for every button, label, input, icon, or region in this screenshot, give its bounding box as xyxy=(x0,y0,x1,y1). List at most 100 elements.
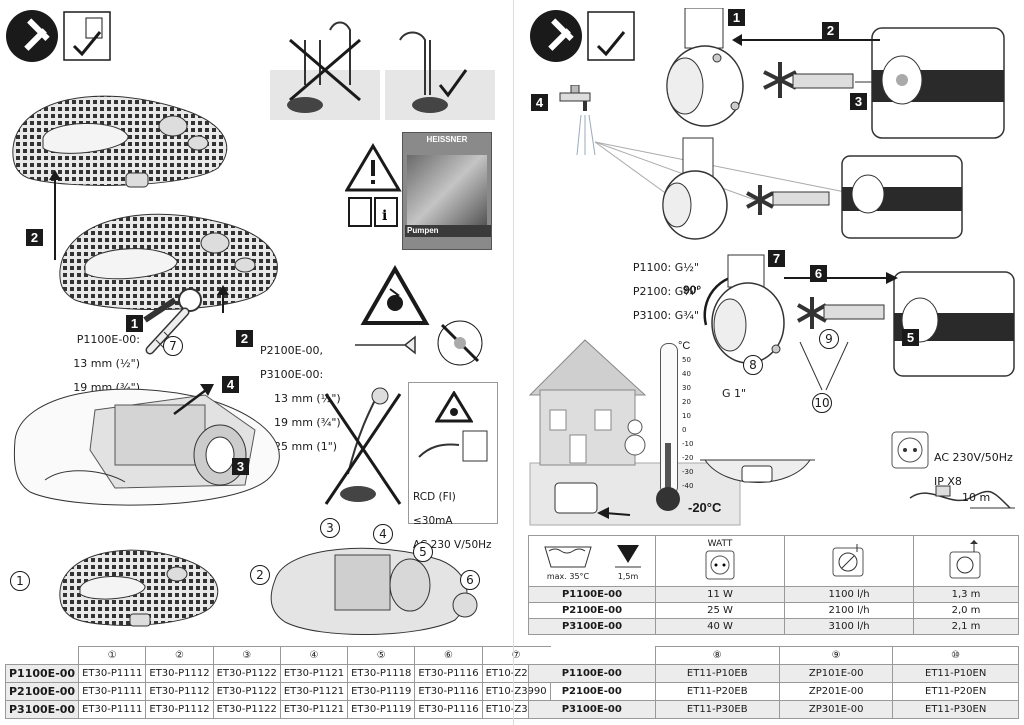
part-cell: ET11-P20EB xyxy=(654,682,780,701)
volute-rotation-illustration xyxy=(703,254,785,364)
part-cell: ET30-P1112 xyxy=(145,682,214,701)
model-name: P2100E-00 xyxy=(4,682,80,701)
complete-filter-illustration xyxy=(59,549,219,627)
thermometer-unit: °C xyxy=(678,340,691,352)
tick-label: 40 xyxy=(682,370,691,378)
column-header: ⑨ xyxy=(778,646,894,665)
table-row: P2100E-00 25 W 2100 l/h 2,0 m xyxy=(528,602,1019,619)
table-row: P1100E-00 ET11-P10EB ZP101E-00 ET11-P10E… xyxy=(528,664,1019,683)
manual-brand: HEISSNER xyxy=(426,135,468,144)
part-cell: ET30-P1116 xyxy=(414,664,483,683)
performance-table: max. 35°C 1,5m WATT P1100E-00 xyxy=(528,535,1019,635)
winter-storage-illustration xyxy=(528,339,741,526)
step-label: 6 xyxy=(810,265,827,282)
power-socket-icon xyxy=(705,550,735,579)
watt-cell: 11 W xyxy=(655,586,785,603)
tick-label: -20 xyxy=(682,454,694,462)
part-cell: ET30-P1111 xyxy=(78,664,147,683)
svg-text:i: i xyxy=(382,208,387,224)
part-cell: ET30-P1111 xyxy=(78,700,147,719)
hose-size: 13 mm (½") xyxy=(73,357,140,370)
model-name: P1100E-00 xyxy=(528,664,656,683)
part-number: 7 xyxy=(163,336,183,356)
part-number: 2 xyxy=(250,565,270,585)
step-label: 4 xyxy=(531,94,548,111)
part-number: 6 xyxy=(460,570,480,590)
hose-size: 19 mm (¾") xyxy=(274,416,341,429)
temp-depth-header: max. 35°C 1,5m xyxy=(528,535,656,587)
step-label: 1 xyxy=(728,9,745,26)
part-cell: ZP301E-00 xyxy=(778,700,894,719)
motor-block-illustration xyxy=(871,27,1005,139)
part-cell: ET11-P30EN xyxy=(892,700,1019,719)
water-tap-icon xyxy=(559,85,596,156)
table-row: P3100E-00 ET11-P30EB ZP301E-00 ET11-P30E… xyxy=(528,700,1019,719)
hose-model: P3100E-00: xyxy=(260,368,324,381)
part-cell: ET30-P1118 xyxy=(347,664,416,683)
part-number: 8 xyxy=(743,355,763,375)
part-cell: ET30-P1112 xyxy=(145,700,214,719)
flow-cell: 1100 l/h xyxy=(784,586,914,603)
arrow-up-icon xyxy=(217,285,229,313)
head-cell: 2,0 m xyxy=(913,602,1019,619)
no-lifting-by-cable-illustration xyxy=(324,387,402,505)
thread-size: P2100: G¾" xyxy=(632,285,699,298)
thread-size: P3100: G¾" xyxy=(632,309,699,322)
rotor-cleaning-illustration xyxy=(595,137,846,240)
min-temperature: -20°C xyxy=(688,500,722,515)
part-cell: ET30-P1121 xyxy=(279,664,349,683)
part-cell: ET30-P1119 xyxy=(347,682,416,701)
thread-size-labels: P1100: G½" P2100: G¾" P3100: G¾" xyxy=(603,250,699,334)
thermometer: °C 50 40 30 20 10 0 -10 -20 -30 -40 xyxy=(656,340,720,513)
cable-length: 10 m xyxy=(962,491,991,504)
table-row: P1100E-00 ET30-P1111 ET30-P1112 ET30-P11… xyxy=(4,664,551,683)
tick-label: 10 xyxy=(682,412,691,420)
head-cell: 1,3 m xyxy=(913,586,1019,603)
no-swimming-warning-illustration xyxy=(270,10,495,120)
thermometer-scale: 50 40 30 20 10 0 -10 -20 -30 -40 xyxy=(682,353,693,493)
tools-icon xyxy=(530,10,635,62)
flow-rate-icon xyxy=(832,543,864,576)
tick-label: 20 xyxy=(682,398,691,406)
tick-label: 0 xyxy=(682,426,687,434)
part-cell: ET30-P1111 xyxy=(78,682,147,701)
depth: 1,5m xyxy=(617,572,639,581)
table-row: P2100E-00 ET30-P1111 ET30-P1112 ET30-P11… xyxy=(4,682,551,701)
arrow-right-icon xyxy=(784,272,898,284)
rcd-line: ≤30mA xyxy=(413,515,453,527)
power-line: IP X8 xyxy=(934,475,962,488)
pump-rotor-removal-illustration xyxy=(666,8,910,127)
rcd-text: RCD (FI) ≤30mA AC 230 V/50Hz xyxy=(413,479,497,563)
part-cell: ET11-P10EB xyxy=(654,664,780,683)
outlet-thread: G 1" xyxy=(722,387,747,400)
tools-icon xyxy=(6,10,111,62)
max-temp-icon: max. 35°C xyxy=(543,541,593,581)
model-name: P1100E-00 xyxy=(4,664,80,683)
spare-parts-table-right: ⑧ ⑨ ⑩ P1100E-00 ET11-P10EB ZP101E-00 ET1… xyxy=(528,646,1019,719)
column-header: ① xyxy=(78,646,147,665)
watt-header: WATT xyxy=(655,535,785,587)
spare-parts-table-left: ① ② ③ ④ ⑤ ⑥ ⑦ P1100E-00 ET30-P1111 ET30-… xyxy=(4,646,551,719)
model-name: P1100E-00 xyxy=(528,586,656,603)
column-header: ④ xyxy=(279,646,349,665)
arrow-up-right-icon xyxy=(173,384,214,415)
filter-open-illustration xyxy=(13,388,280,506)
unplug-before-work-icon xyxy=(355,320,483,366)
step-label: 7 xyxy=(768,250,785,267)
head-header xyxy=(913,535,1019,587)
part-cell: ET30-P1119 xyxy=(347,700,416,719)
filter-cover-illustration xyxy=(12,95,228,188)
hose-size: 13 mm (½") xyxy=(274,392,341,405)
part-cell: ET30-P1121 xyxy=(279,700,349,719)
motor-block-illustration xyxy=(893,271,1015,377)
part-number: 1 xyxy=(10,571,30,591)
model-name: P3100E-00 xyxy=(528,618,656,635)
power-cable-illustration xyxy=(909,485,1015,509)
arrow-right-icon xyxy=(732,34,880,46)
pointer-lines xyxy=(799,341,849,391)
step-label: 5 xyxy=(902,329,919,346)
part-cell: ET30-P1122 xyxy=(212,682,281,701)
part-cell: ET11-P10EN xyxy=(892,664,1019,683)
manual-title: Pumpen xyxy=(405,225,491,237)
rotation-angle: 90° xyxy=(683,283,702,297)
